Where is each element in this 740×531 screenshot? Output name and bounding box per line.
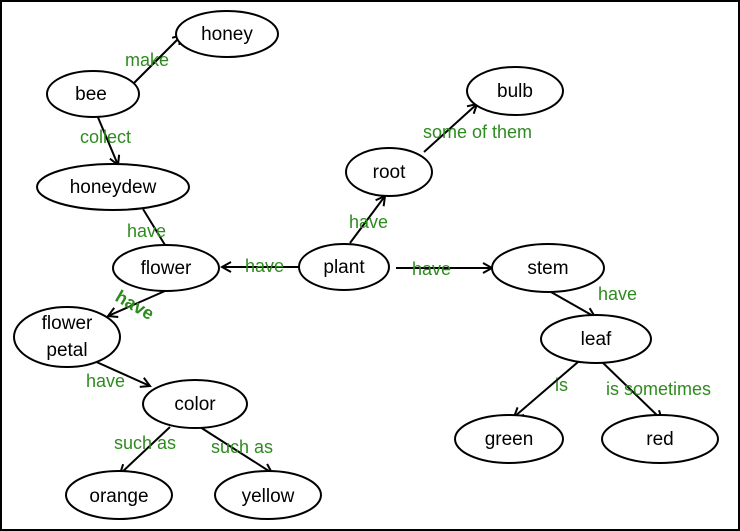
node-label-flower: flower <box>141 258 192 279</box>
edge-label-plant-flower: have <box>245 256 284 276</box>
edge-label-is-sometimes: is sometimes <box>606 379 711 399</box>
node-label-stem: stem <box>527 258 568 279</box>
edge-plant-flower: have <box>222 256 302 276</box>
edge-label-stem-have: have <box>412 259 451 279</box>
edge-label-make: make <box>125 50 169 70</box>
edge-leaf-red: is sometimes <box>599 359 711 420</box>
node-orange: orange <box>65 470 173 520</box>
node-honey: honey <box>175 10 279 58</box>
node-green: green <box>454 414 564 464</box>
edge-label-flower-have: have <box>127 221 166 241</box>
edge-color-orange: such as <box>114 426 176 474</box>
edge-label-collect: collect <box>80 127 131 147</box>
edge-petal-color: have <box>86 359 150 391</box>
node-label-honey: honey <box>201 24 253 45</box>
edge-label-petal-have: have <box>112 286 158 324</box>
edge-label-color-have: have <box>86 371 125 391</box>
node-label-flower-petal-line2: petal <box>46 340 87 361</box>
node-label-green: green <box>485 429 534 450</box>
node-label-bee: bee <box>75 84 107 105</box>
node-label-red: red <box>646 429 673 450</box>
node-label-yellow: yellow <box>242 486 295 507</box>
node-color: color <box>142 379 248 429</box>
edge-bee-honey: make <box>125 35 182 88</box>
edge-plant-root: have <box>349 196 388 244</box>
node-yellow: yellow <box>214 470 322 520</box>
node-label-plant: plant <box>323 257 365 278</box>
node-label-color: color <box>174 394 216 415</box>
node-label-root: root <box>373 162 406 183</box>
node-leaf: leaf <box>540 314 652 364</box>
node-bulb: bulb <box>466 66 564 116</box>
edge-root-bulb: some of them <box>423 104 532 153</box>
node-label-bulb: bulb <box>497 81 533 102</box>
edge-flower-honeydew: have <box>127 208 166 246</box>
node-stem: stem <box>491 243 605 293</box>
node-flower-petal: flower petal <box>13 306 121 368</box>
node-root: root <box>345 147 433 197</box>
edge-label-such-as-1: such as <box>114 433 176 453</box>
node-honeydew: honeydew <box>36 163 190 211</box>
edge-label-root-have: have <box>349 212 388 232</box>
edge-label-such-as-2: such as <box>211 437 273 457</box>
node-label-honeydew: honeydew <box>70 177 157 198</box>
node-label-leaf: leaf <box>581 329 612 350</box>
edge-bee-honeydew: collect <box>80 114 131 165</box>
edge-flower-petal: have <box>108 286 166 324</box>
node-flower: flower <box>112 244 220 292</box>
edge-stem-leaf: have <box>550 284 637 317</box>
node-label-orange: orange <box>89 486 148 507</box>
node-red: red <box>601 414 719 464</box>
edge-label-some-of-them: some of them <box>423 122 532 142</box>
node-label-flower-petal-line1: flower <box>42 313 93 334</box>
node-plant: plant <box>298 243 390 291</box>
edge-label-leaf-have: have <box>598 284 637 304</box>
node-bee: bee <box>46 70 140 118</box>
edge-plant-stem: have <box>396 259 492 279</box>
edge-label-is: is <box>555 375 568 395</box>
edge-color-yellow: such as <box>199 426 273 473</box>
edge-leaf-green: is <box>514 361 579 417</box>
